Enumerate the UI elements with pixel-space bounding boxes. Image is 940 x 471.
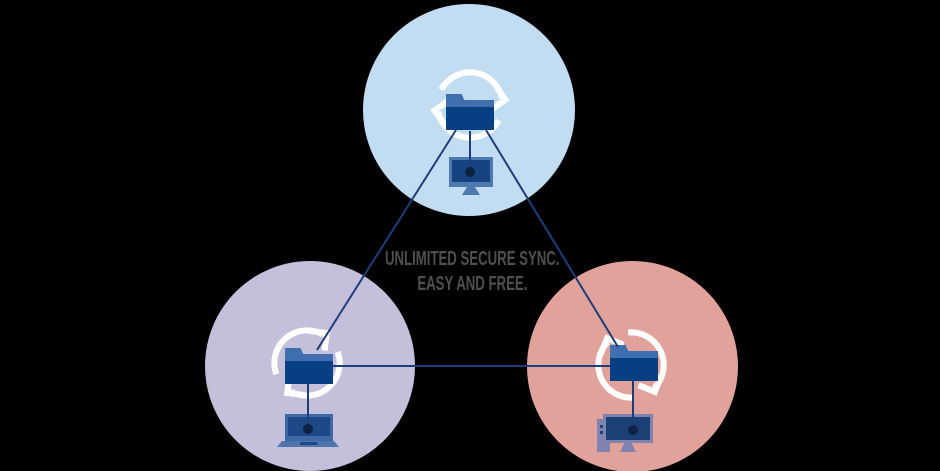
folder-icon (285, 348, 333, 384)
folder-front (446, 107, 494, 130)
caption-line-2: EASY AND FREE. (416, 273, 528, 295)
desktop-monitor-icon (449, 157, 493, 195)
folder-tab (446, 94, 466, 104)
desktop-tower-icon (597, 414, 656, 452)
folder-icon (446, 94, 494, 130)
folder-tab (285, 348, 305, 358)
folder-tab (610, 345, 630, 355)
caption-line-1: UNLIMITED SECURE SYNC. (384, 248, 560, 270)
folder-back (285, 354, 333, 362)
folder-back (610, 351, 658, 359)
caption: UNLIMITED SECURE SYNC. EASY AND FREE. (322, 247, 622, 297)
folder-front (285, 361, 333, 384)
folder-back (446, 100, 494, 108)
folder-front (610, 358, 658, 381)
folder-icon (610, 345, 658, 381)
laptop-icon (277, 414, 339, 447)
